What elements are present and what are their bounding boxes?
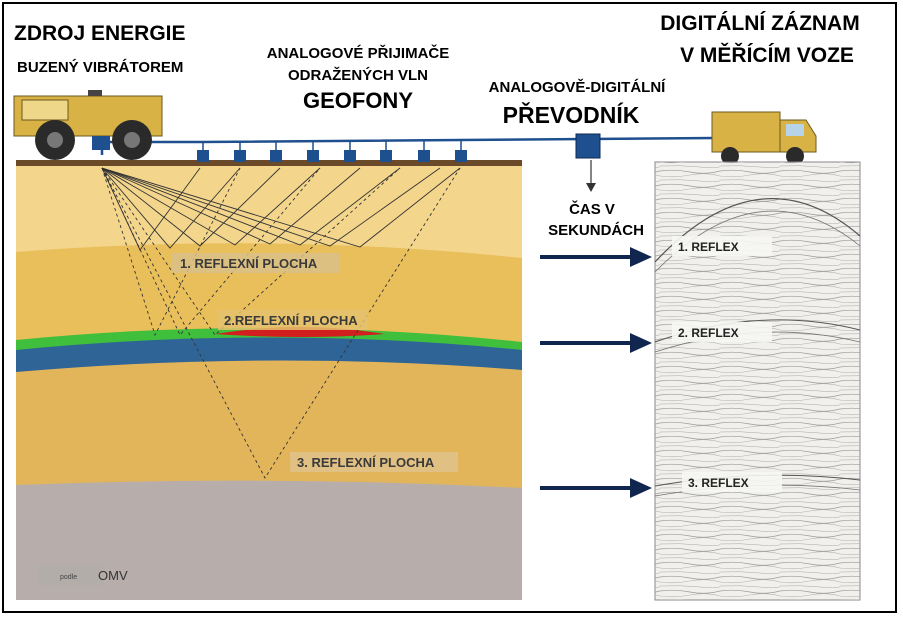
layer-bedrock <box>16 480 522 600</box>
time-label-line1: ČAS V <box>569 200 615 218</box>
geophones-line2: ODRAŽENÝCH VLN <box>288 66 428 84</box>
arrow-down-icon <box>586 183 596 192</box>
ray-paths <box>101 167 461 479</box>
converter-icon <box>575 133 601 159</box>
surface-label-1: 1. REFLEXNÍ PLOCHA <box>180 256 318 271</box>
arrow-right-icon <box>540 341 632 345</box>
vibrator-truck-icon <box>13 90 163 160</box>
reflex-label-2: 2. REFLEX <box>678 326 739 340</box>
record-line2: V MĚŘÍCÍM VOZE <box>680 43 854 67</box>
credit: podle OMV <box>38 565 128 585</box>
cross-section <box>16 160 522 600</box>
geophone-icon <box>197 150 209 162</box>
geophones <box>197 150 467 162</box>
geophone-icon <box>344 150 356 162</box>
geophone-icon <box>418 150 430 162</box>
surface-labels: 1. REFLEXNÍ PLOCHA 2.REFLEXNÍ PLOCHA 3. … <box>172 253 458 472</box>
geophones-title: GEOFONY <box>303 88 413 113</box>
surface-label-3: 3. REFLEXNÍ PLOCHA <box>297 455 435 470</box>
geophone-icon <box>380 150 392 162</box>
geophone-icon <box>455 150 467 162</box>
time-arrows <box>540 247 652 498</box>
geophones-line1: ANALOGOVÉ PŘIJIMAČE <box>267 44 450 62</box>
arrow-right-icon <box>540 486 632 490</box>
arrow-right-icon <box>540 255 632 259</box>
converter-title: PŘEVODNÍK <box>503 101 640 128</box>
record-line1: DIGITÁLNÍ ZÁZNAM <box>660 12 859 35</box>
geophone-icon <box>307 150 319 162</box>
reflex-label-1: 1. REFLEX <box>678 240 739 254</box>
surface-label-2: 2.REFLEXNÍ PLOCHA <box>224 313 358 328</box>
diagram-frame <box>2 2 897 613</box>
credit-small: podle <box>60 574 77 581</box>
source-title: ZDROJ ENERGIE <box>14 22 186 45</box>
reflex-label-3: 3. REFLEX <box>688 476 749 490</box>
geophone-icon <box>270 150 282 162</box>
source-subtitle: BUZENÝ VIBRÁTOREM <box>17 58 183 76</box>
ground-surface <box>16 160 522 166</box>
converter-line1: ANALOGOVĚ-DIGITÁLNÍ <box>489 78 666 96</box>
geophone-stems <box>202 141 462 150</box>
geophone-icon <box>234 150 246 162</box>
credit-text: OMV <box>98 568 128 583</box>
seismic-record: 1. REFLEX 2. REFLEX 3. REFLEX <box>654 161 861 601</box>
cable <box>100 136 716 155</box>
time-label-line2: SEKUNDÁCH <box>548 222 644 239</box>
recording-truck-icon <box>711 111 817 165</box>
